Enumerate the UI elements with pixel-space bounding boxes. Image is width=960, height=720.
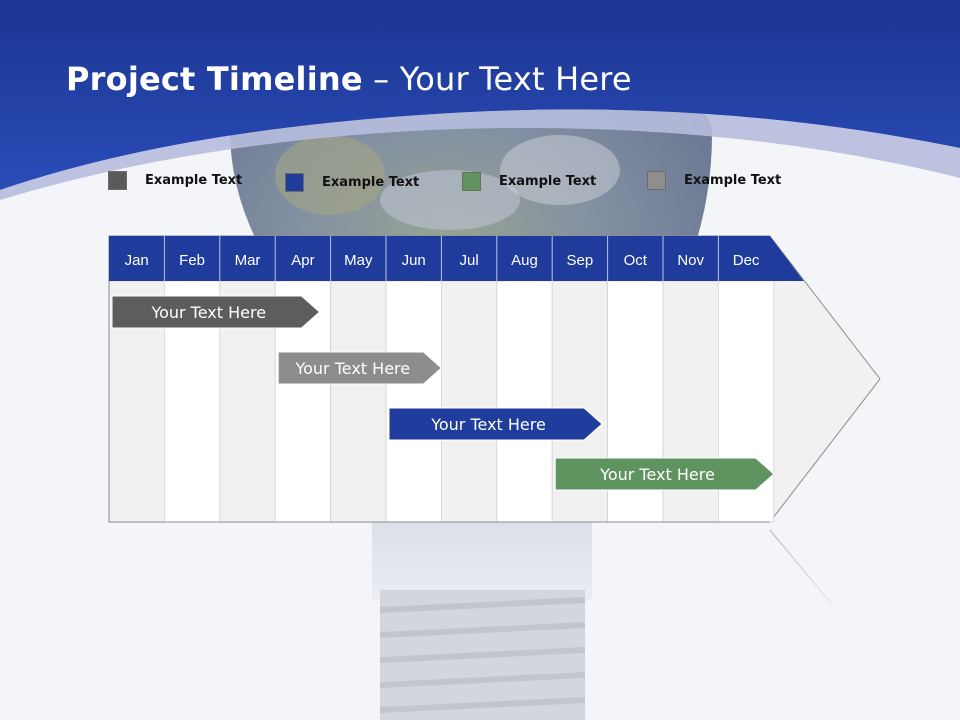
reflection-line-right bbox=[769, 529, 846, 621]
legend-item: Example Text bbox=[647, 170, 781, 190]
task-arrow-shape bbox=[277, 351, 443, 385]
task-arrow-shape bbox=[554, 457, 775, 491]
legend-item: Example Text bbox=[108, 170, 242, 190]
month-label: Dec bbox=[733, 252, 760, 269]
legend-label: Example Text bbox=[499, 173, 597, 189]
header-swoosh bbox=[0, 109, 960, 200]
month-label: Mar bbox=[235, 252, 261, 269]
month-label: Sep bbox=[567, 252, 594, 269]
task-arrow-shape bbox=[111, 295, 321, 329]
task-bar[interactable]: Your Text Here bbox=[111, 295, 321, 329]
legend-label: Example Text bbox=[684, 172, 782, 188]
task-label: Your Text Here bbox=[294, 359, 410, 378]
month-column bbox=[440, 280, 498, 523]
month-label: Feb bbox=[179, 252, 205, 269]
month-label: Aug bbox=[511, 252, 538, 269]
title-bold: Project Timeline bbox=[66, 60, 363, 98]
month-column bbox=[385, 280, 442, 523]
month-label: Jul bbox=[460, 252, 479, 269]
task-label: Your Text Here bbox=[150, 303, 266, 322]
month-label: Apr bbox=[291, 252, 314, 269]
legend-swatch bbox=[647, 170, 666, 190]
month-label: May bbox=[344, 252, 373, 269]
slide-title: Project Timeline – Your Text Here bbox=[66, 60, 632, 98]
header-banner bbox=[0, 0, 960, 190]
legend-item: Example Text bbox=[462, 171, 596, 191]
legend-label: Example Text bbox=[145, 172, 243, 188]
task-arrow-shape bbox=[388, 407, 603, 441]
timeline-border bbox=[108, 236, 770, 523]
legend-swatch bbox=[108, 170, 127, 190]
legend-label: Example Text bbox=[322, 174, 420, 190]
month-header-band bbox=[109, 236, 804, 281]
task-label: Your Text Here bbox=[430, 415, 546, 434]
month-label: Oct bbox=[624, 252, 648, 269]
task-bar[interactable]: Your Text Here bbox=[388, 407, 603, 441]
month-label: Jun bbox=[402, 252, 426, 269]
month-column bbox=[330, 280, 387, 523]
month-column bbox=[496, 280, 553, 523]
task-bar[interactable]: Your Text Here bbox=[554, 457, 775, 491]
title-rest: – Your Text Here bbox=[362, 60, 632, 98]
task-label: Your Text Here bbox=[599, 465, 715, 484]
bulb-base-image bbox=[372, 520, 592, 720]
legend-item: Example Text bbox=[285, 172, 419, 192]
month-label: Nov bbox=[677, 252, 704, 269]
legend-swatch bbox=[462, 171, 481, 191]
task-bar[interactable]: Your Text Here bbox=[277, 351, 443, 385]
legend-swatch bbox=[285, 172, 304, 192]
month-label: Jan bbox=[125, 252, 149, 269]
